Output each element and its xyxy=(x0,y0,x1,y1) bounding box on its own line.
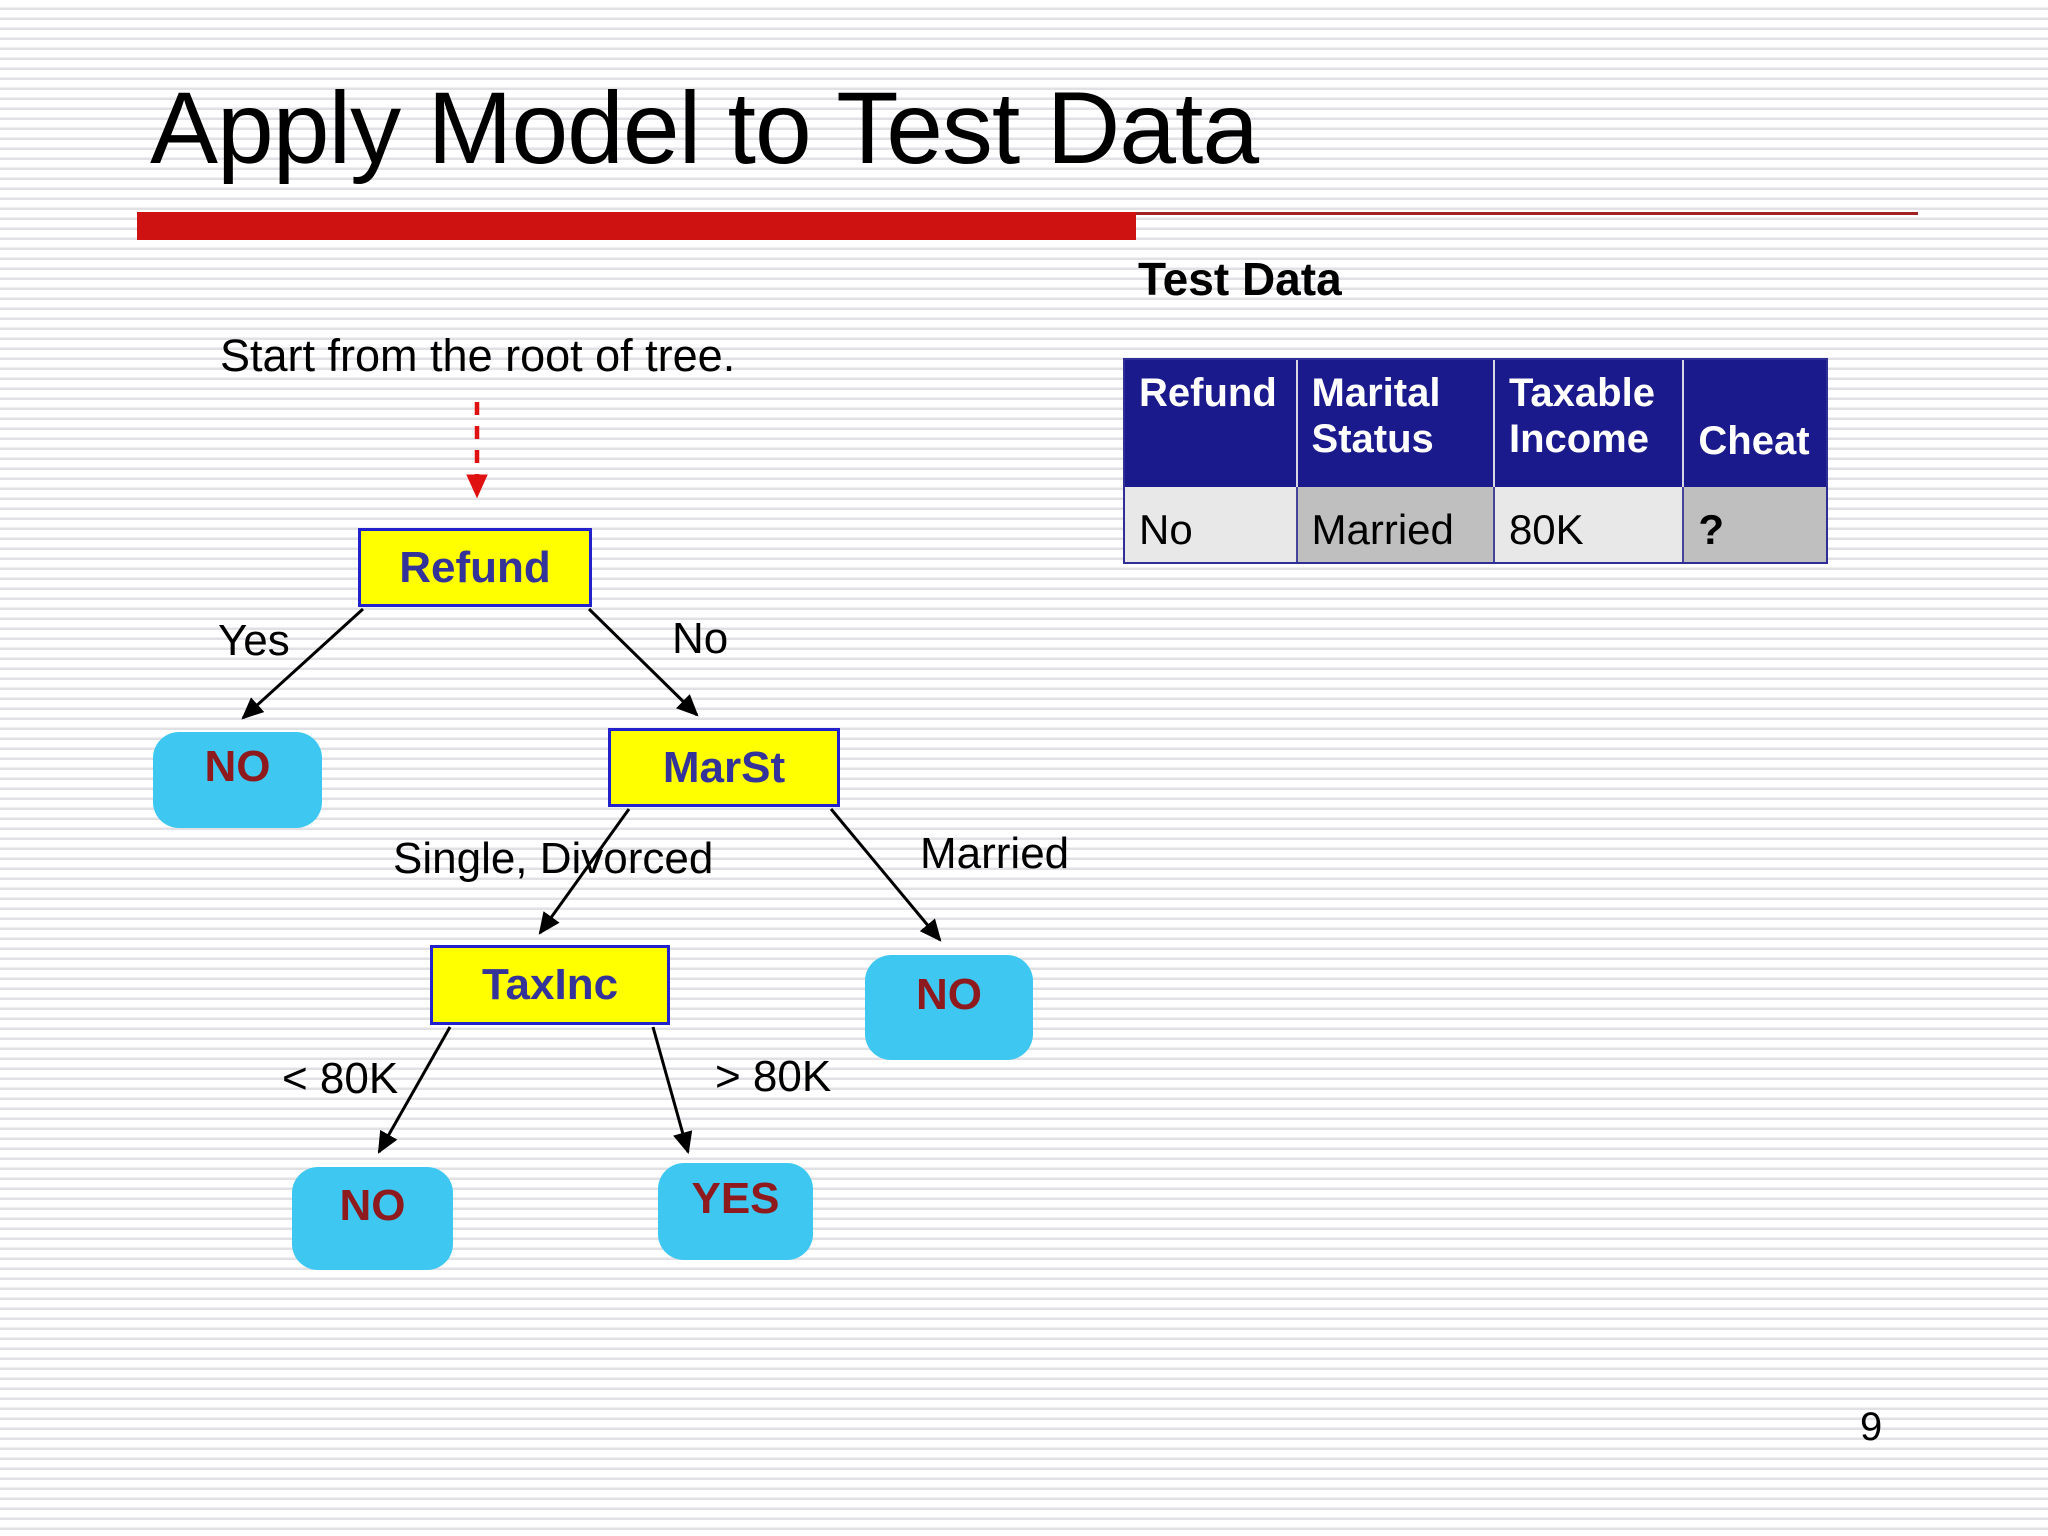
edge-label-lt80k: < 80K xyxy=(282,1054,399,1103)
tree-node-marst: MarSt xyxy=(608,728,840,807)
edge-label-gt80k: > 80K xyxy=(715,1052,832,1101)
edge-label-yes: Yes xyxy=(218,616,290,665)
page-number: 9 xyxy=(1860,1405,1883,1449)
tree-leaf-refund-yes-no: NO xyxy=(153,732,322,828)
test-data-table: Refund Marital Status Taxable Income Che… xyxy=(1123,358,1828,564)
cell-marital-status: Married xyxy=(1297,487,1495,562)
column-header-taxable-income: Taxable Income xyxy=(1494,360,1685,487)
table-header-row: Refund Marital Status Taxable Income Che… xyxy=(1125,360,1826,487)
tree-leaf-lt80k-no: NO xyxy=(292,1167,453,1270)
edge-taxinc-gt80k-line xyxy=(651,1026,693,1155)
tree-node-taxinc: TaxInc xyxy=(430,945,670,1025)
tree-node-refund: Refund xyxy=(358,528,592,607)
edge-marst-married-line xyxy=(829,808,942,942)
test-data-heading: Test Data xyxy=(1138,253,1342,305)
edge-label-married: Married xyxy=(920,829,1070,878)
title-accent-rule xyxy=(1136,212,1918,215)
column-header-marital-status: Marital Status xyxy=(1297,360,1495,487)
table-row: No Married 80K ? xyxy=(1125,487,1826,562)
edge-marst-single-divorced-line xyxy=(538,808,631,935)
cell-taxable-income: 80K xyxy=(1494,487,1685,562)
page-title: Apply Model to Test Data xyxy=(150,71,1259,185)
edge-refund-yes-line xyxy=(241,607,365,720)
edge-label-single-divorced: Single, Divorced xyxy=(393,834,714,883)
title-accent-bar xyxy=(137,212,1136,240)
edge-label-no: No xyxy=(672,614,729,663)
column-header-refund: Refund xyxy=(1125,360,1298,487)
cell-cheat: ? xyxy=(1684,487,1826,562)
edge-refund-no-line xyxy=(587,607,699,717)
tree-leaf-married-no: NO xyxy=(865,955,1033,1060)
cell-refund: No xyxy=(1125,487,1298,562)
column-header-cheat: Cheat xyxy=(1684,360,1826,487)
instruction-text: Start from the root of tree. xyxy=(220,330,736,381)
edge-taxinc-lt80k-line xyxy=(377,1026,452,1154)
tree-leaf-gt80k-yes: YES xyxy=(658,1163,813,1260)
